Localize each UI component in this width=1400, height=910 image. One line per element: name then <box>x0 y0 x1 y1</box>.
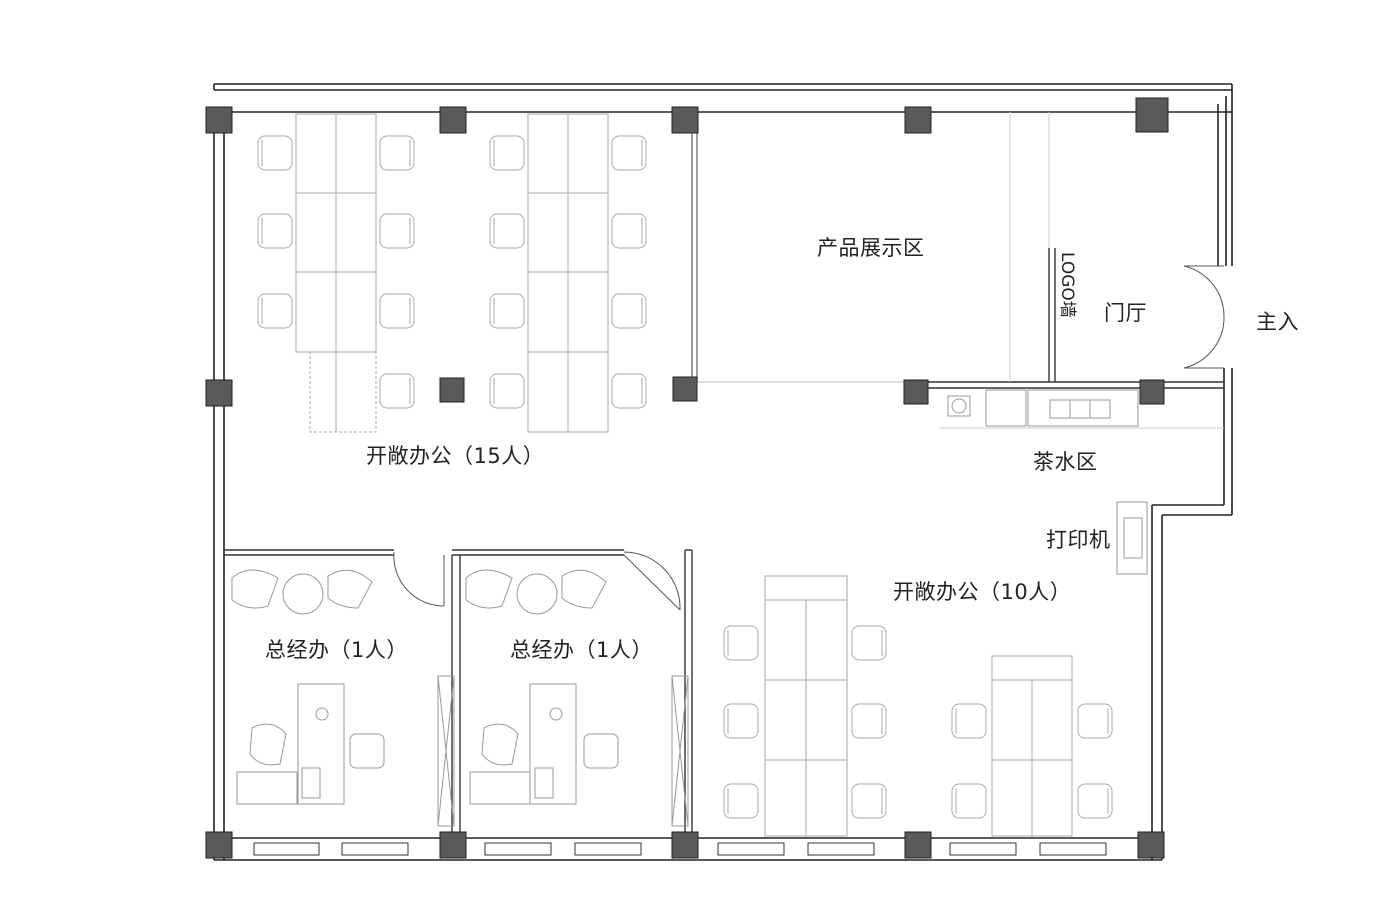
open-office-15-label: 开敞办公（15人） <box>366 444 545 468</box>
chair <box>851 783 887 819</box>
chair <box>611 213 647 249</box>
logo-wall-label: LOGO墙 <box>1057 252 1077 318</box>
chair <box>379 213 415 249</box>
chair <box>611 373 647 409</box>
open-office-10-chairs <box>723 625 1113 819</box>
chair <box>1077 703 1113 739</box>
main-entrance-label: 主入 <box>1256 310 1299 334</box>
chair <box>257 135 293 171</box>
chair <box>489 135 525 171</box>
chair <box>379 135 415 171</box>
bottom-windows <box>253 842 1107 856</box>
chair <box>723 783 759 819</box>
chair <box>851 625 887 661</box>
chair <box>379 373 415 409</box>
gm-office-2-label: 总经办（1人） <box>510 638 653 662</box>
chair <box>611 135 647 171</box>
door-swings <box>393 265 1225 611</box>
lobby-label: 门厅 <box>1104 301 1147 325</box>
open-office-15-chairs <box>257 135 647 409</box>
chair <box>257 293 293 329</box>
open-office-15-furniture <box>295 113 609 433</box>
outer-walls <box>213 83 1233 861</box>
columns <box>205 97 1169 859</box>
chair <box>379 293 415 329</box>
chair <box>723 625 759 661</box>
chair <box>851 703 887 739</box>
gm-office-furniture <box>231 569 689 827</box>
chair <box>611 293 647 329</box>
open-office-10-label: 开敞办公（10人） <box>893 580 1072 604</box>
gm-office-1-label: 总经办（1人） <box>265 638 408 662</box>
open-office-10-furniture <box>764 575 1073 837</box>
chair <box>489 293 525 329</box>
chair <box>257 213 293 249</box>
chair <box>951 703 987 739</box>
chair <box>489 373 525 409</box>
chair <box>489 213 525 249</box>
tea-area-label: 茶水区 <box>1033 450 1098 474</box>
chair <box>723 703 759 739</box>
chair <box>951 783 987 819</box>
product-display-label: 产品展示区 <box>817 236 925 260</box>
chair <box>1077 783 1113 819</box>
printer-label: 打印机 <box>1046 528 1111 552</box>
tea-area-furniture <box>947 389 1148 575</box>
